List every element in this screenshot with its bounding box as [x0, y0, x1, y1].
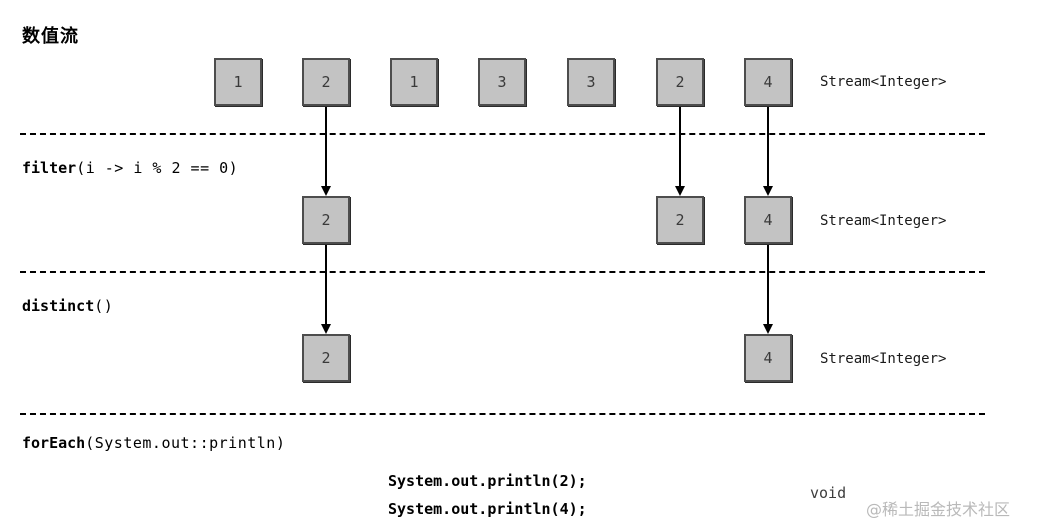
- operation-args: (): [94, 297, 114, 315]
- separator-line: [20, 413, 985, 415]
- flow-arrow: [763, 245, 773, 334]
- page-title: 数值流: [22, 26, 79, 47]
- value-box: 1: [390, 58, 438, 106]
- operation-name: filter: [22, 159, 77, 177]
- flow-arrow: [321, 245, 331, 334]
- flow-arrow: [763, 107, 773, 196]
- type-label-after-distinct: Stream<Integer>: [820, 351, 947, 367]
- operation-name: distinct: [22, 297, 95, 315]
- value-box: 4: [744, 196, 792, 244]
- flow-arrow: [675, 107, 685, 196]
- watermark: @稀土掘金技术社区: [866, 500, 1011, 519]
- separator-line: [20, 271, 985, 273]
- value-box: 4: [744, 58, 792, 106]
- operation-args: (System.out::println): [85, 434, 286, 452]
- type-label-after-filter: Stream<Integer>: [820, 213, 947, 229]
- value-box: 3: [478, 58, 526, 106]
- operation-name: forEach: [22, 434, 86, 452]
- value-box: 2: [302, 58, 350, 106]
- separator-line: [20, 133, 985, 135]
- operation-foreach: forEach(System.out::println): [22, 434, 285, 452]
- value-box: 2: [302, 334, 350, 382]
- value-box: 2: [656, 196, 704, 244]
- value-box: 2: [302, 196, 350, 244]
- output-line: System.out.println(2);: [388, 472, 587, 490]
- operation-args: (i -> i % 2 == 0): [76, 159, 239, 177]
- return-type-label: void: [810, 484, 847, 502]
- value-box: 1: [214, 58, 262, 106]
- operation-distinct: distinct(): [22, 297, 113, 315]
- operation-filter: filter(i -> i % 2 == 0): [22, 159, 238, 177]
- type-label-source: Stream<Integer>: [820, 74, 947, 90]
- output-line: System.out.println(4);: [388, 500, 587, 518]
- value-box: 4: [744, 334, 792, 382]
- value-box: 3: [567, 58, 615, 106]
- value-box: 2: [656, 58, 704, 106]
- flow-arrow: [321, 107, 331, 196]
